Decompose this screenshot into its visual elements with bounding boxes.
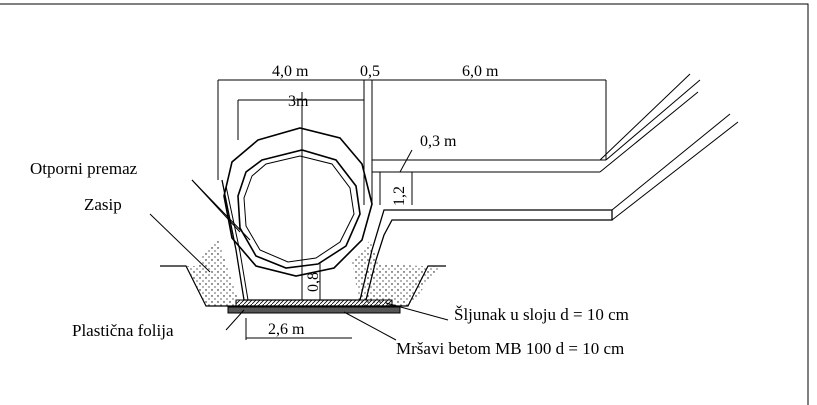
leader-gravel [385, 302, 449, 321]
dim-width-right: 6,0 m [462, 63, 499, 80]
leader-coating-2 [191, 179, 251, 241]
backfill-right [352, 240, 440, 306]
concrete-casing [221, 179, 613, 301]
backfill-left [160, 240, 240, 306]
pipe-inner [237, 149, 361, 269]
lean-concrete-layer [227, 306, 401, 314]
diag-3 [599, 91, 699, 173]
dim-gap: 0,5 [360, 63, 380, 80]
label-gravel: Šljunak u sloju d = 10 cm [454, 305, 629, 324]
dim-pipe-diameter: 3m [288, 93, 309, 110]
dim-base-width: 2,6 m [268, 321, 305, 338]
dim-height: 1,2 [391, 186, 408, 206]
diag-2 [605, 79, 701, 161]
diag-1 [599, 73, 691, 161]
pipe-outer [223, 127, 373, 277]
label-lean-concrete: Mršavi betom MB 100 d = 10 cm [396, 339, 624, 358]
label-plastic-foil: Plastična folija [72, 321, 174, 340]
diag-4 [611, 113, 731, 211]
dim-bottom: 0,8 [305, 272, 322, 292]
casing-inner-left [225, 185, 249, 301]
label-backfill: Zasip [84, 195, 122, 214]
leader-concrete [343, 311, 397, 341]
diag-5 [611, 121, 739, 221]
dim-width-total: 4,0 m [272, 63, 309, 80]
dim-wall: 0,3 m [420, 133, 457, 150]
pipe-core [243, 155, 355, 263]
leader-wall [399, 149, 413, 173]
leader-foil [225, 309, 245, 331]
leader-backfill [149, 213, 211, 273]
frame-border [0, 3, 809, 405]
gravel-layer [235, 299, 393, 308]
label-coating: Otporni premaz [30, 159, 138, 178]
